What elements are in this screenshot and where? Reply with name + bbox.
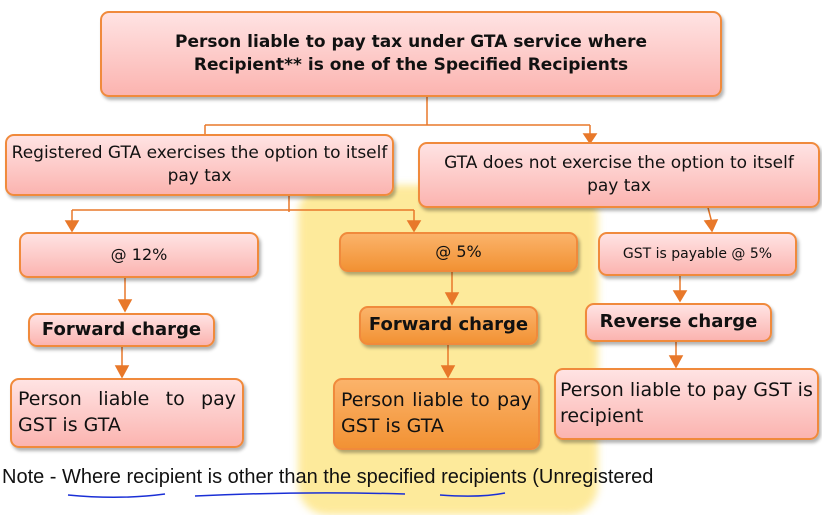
person-liable-a: Person liable to pay GST is GTA [10,378,244,448]
person-liable-b: Person liable to pay GST is GTA [333,378,540,450]
forward-charge-a: Forward charge [28,313,215,347]
person-liable-c: Person liable to pay GST is recipient [554,368,819,440]
forward-charge-b: Forward charge [359,306,538,345]
rate-rcm-box: GST is payable @ 5% [598,232,797,276]
right-branch-box: GTA does not exercise the option to itse… [418,142,820,208]
left-branch-box: Registered GTA exercises the option to i… [5,134,394,196]
rate-12-box: @ 12% [19,232,259,278]
rate-5-box: @ 5% [339,232,578,272]
connectors [64,97,719,379]
root-line-2: Recipient** is one of the Specified Reci… [193,55,629,75]
handwritten-underlines [67,492,506,498]
root-line-1: Person liable to pay tax under GTA servi… [174,32,647,53]
reverse-charge-c: Reverse charge [585,303,772,342]
note-text: Note - Where recipient is other than the… [2,466,654,488]
root-box: Person liable to pay tax under GTA servi… [100,11,722,97]
